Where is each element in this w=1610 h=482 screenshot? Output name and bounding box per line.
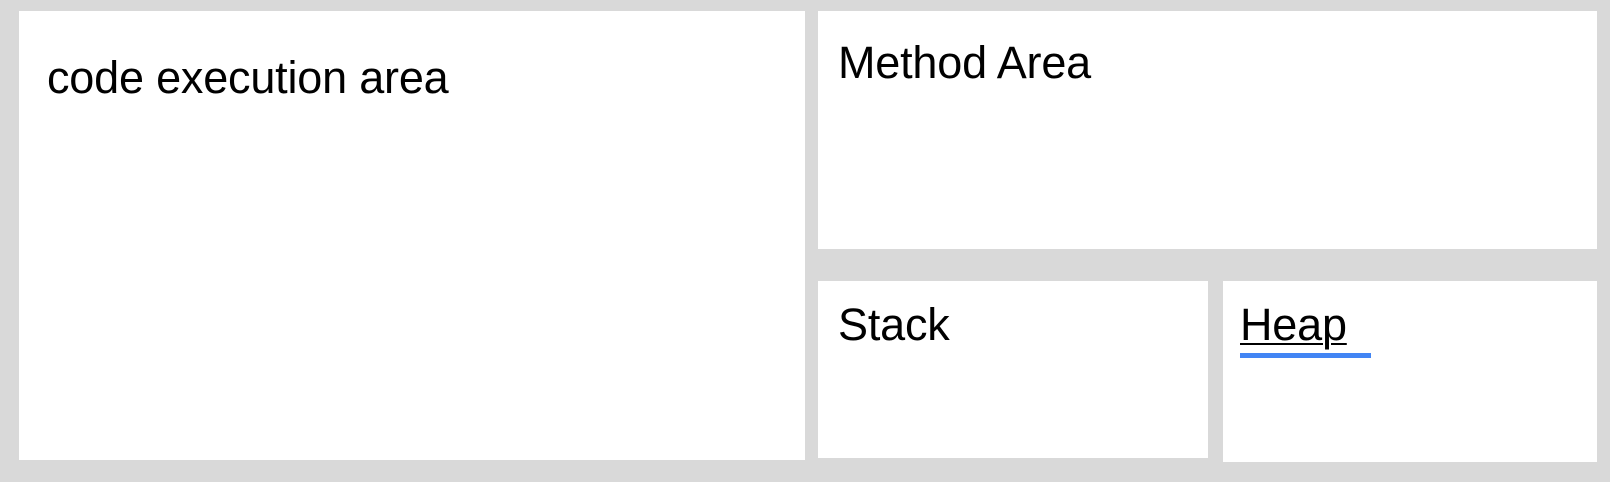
panel-heap[interactable]: Heap <box>1223 281 1597 462</box>
panel-method-area[interactable]: Method Area <box>818 11 1597 249</box>
panel-heap-label[interactable]: Heap <box>1240 299 1347 350</box>
panel-code-execution-area[interactable]: code execution area <box>19 11 805 460</box>
panel-method-area-label: Method Area <box>838 37 1091 88</box>
panel-code-execution-area-label: code execution area <box>47 52 449 103</box>
heap-active-underline-indicator <box>1240 353 1371 358</box>
panel-stack-label: Stack <box>838 299 950 350</box>
panel-stack[interactable]: Stack <box>818 281 1208 458</box>
